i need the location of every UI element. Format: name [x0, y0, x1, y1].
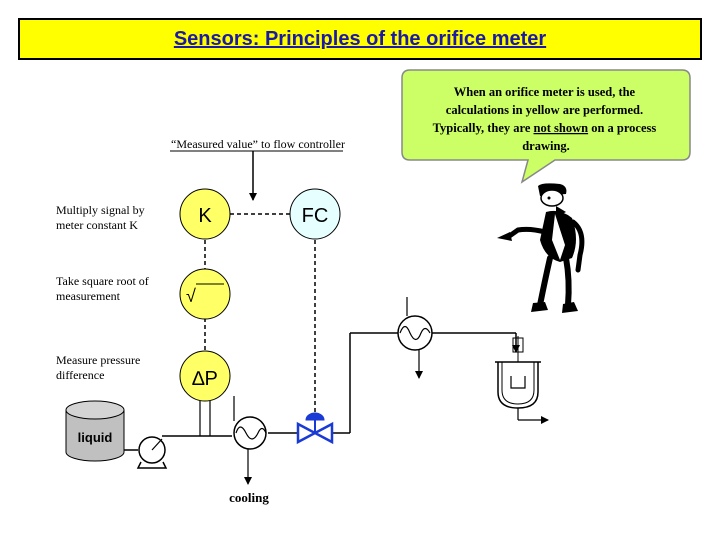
- callout-text: When an orifice meter is used, the calcu…: [433, 85, 660, 153]
- page-title: Sensors: Principles of the orifice meter: [173, 27, 547, 50]
- control-valve: [296, 412, 334, 445]
- step-dp-label: Measure pressure difference: [56, 353, 141, 382]
- sqrt-block: √: [179, 268, 231, 320]
- fc-controller: FC: [289, 188, 341, 240]
- tank-label: liquid: [78, 430, 113, 445]
- cooling-exchanger: [233, 416, 267, 450]
- step-sqrt-label: Take square root of measurement: [56, 274, 149, 303]
- dp-label: ∆P: [192, 368, 218, 390]
- title-banner: Sensors: Principles of the orifice meter: [18, 18, 702, 60]
- heater: [397, 315, 433, 351]
- measured-value-label: “Measured value” to flow controller: [171, 137, 345, 151]
- cooling-label: cooling: [229, 490, 269, 505]
- callout-bubble: When an orifice meter is used, the calcu…: [401, 69, 691, 184]
- pump: [136, 436, 168, 469]
- k-label: K: [198, 205, 212, 227]
- reactor: [495, 336, 541, 409]
- dp-block: ∆P: [179, 350, 231, 402]
- liquid-tank: liquid: [65, 400, 125, 462]
- step-multiply-label: Multiply signal by meter constant K: [56, 203, 145, 232]
- fc-label: FC: [302, 205, 329, 227]
- sqrt-label: √: [186, 286, 196, 306]
- k-block: K: [179, 188, 231, 240]
- presenter-figure-icon: [497, 183, 585, 313]
